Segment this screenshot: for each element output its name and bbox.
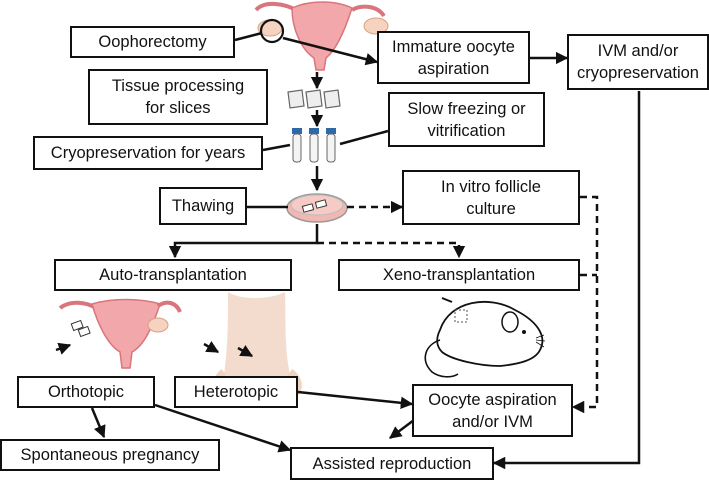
- thawing-box: Thawing: [159, 187, 247, 225]
- heterotopic-box: Heterotopic: [174, 376, 298, 408]
- orthotopic-box: Orthotopic: [17, 376, 155, 408]
- ivm-cryopreservation-box: IVM and/or cryopreservation: [567, 34, 709, 90]
- immature-oocyte-box: Immature oocyte aspiration: [377, 31, 530, 84]
- dashed-connectors: [317, 195, 599, 414]
- follicle-culture-box: In vitro follicle culture: [402, 170, 580, 225]
- cryopreservation-years-box: Cryopreservation for years: [33, 136, 263, 170]
- solid-connectors: [90, 31, 641, 470]
- tissue-slices-icon: [287, 89, 341, 109]
- uterus-ovary-illustration: [254, 1, 389, 71]
- slow-freezing-box: Slow freezing or vitrification: [388, 92, 545, 147]
- xeno-transplantation-box: Xeno-transplantation: [338, 259, 580, 291]
- oocyte-aspiration-ivm-box: Oocyte aspiration and/or IVM: [412, 384, 573, 437]
- assisted-reproduction-box: Assisted reproduction: [290, 447, 494, 480]
- spontaneous-pregnancy-box: Spontaneous pregnancy: [0, 439, 220, 471]
- mouse-illustration: [424, 297, 546, 378]
- oophorectomy-box: Oophorectomy: [70, 26, 235, 58]
- uterus-graft-illustration: [55, 298, 182, 369]
- tissue-processing-box: Tissue processing for slices: [88, 69, 268, 125]
- petri-dish-icon: [286, 193, 348, 223]
- cryovials-icon: [292, 128, 336, 163]
- auto-transplantation-box: Auto-transplantation: [54, 259, 292, 291]
